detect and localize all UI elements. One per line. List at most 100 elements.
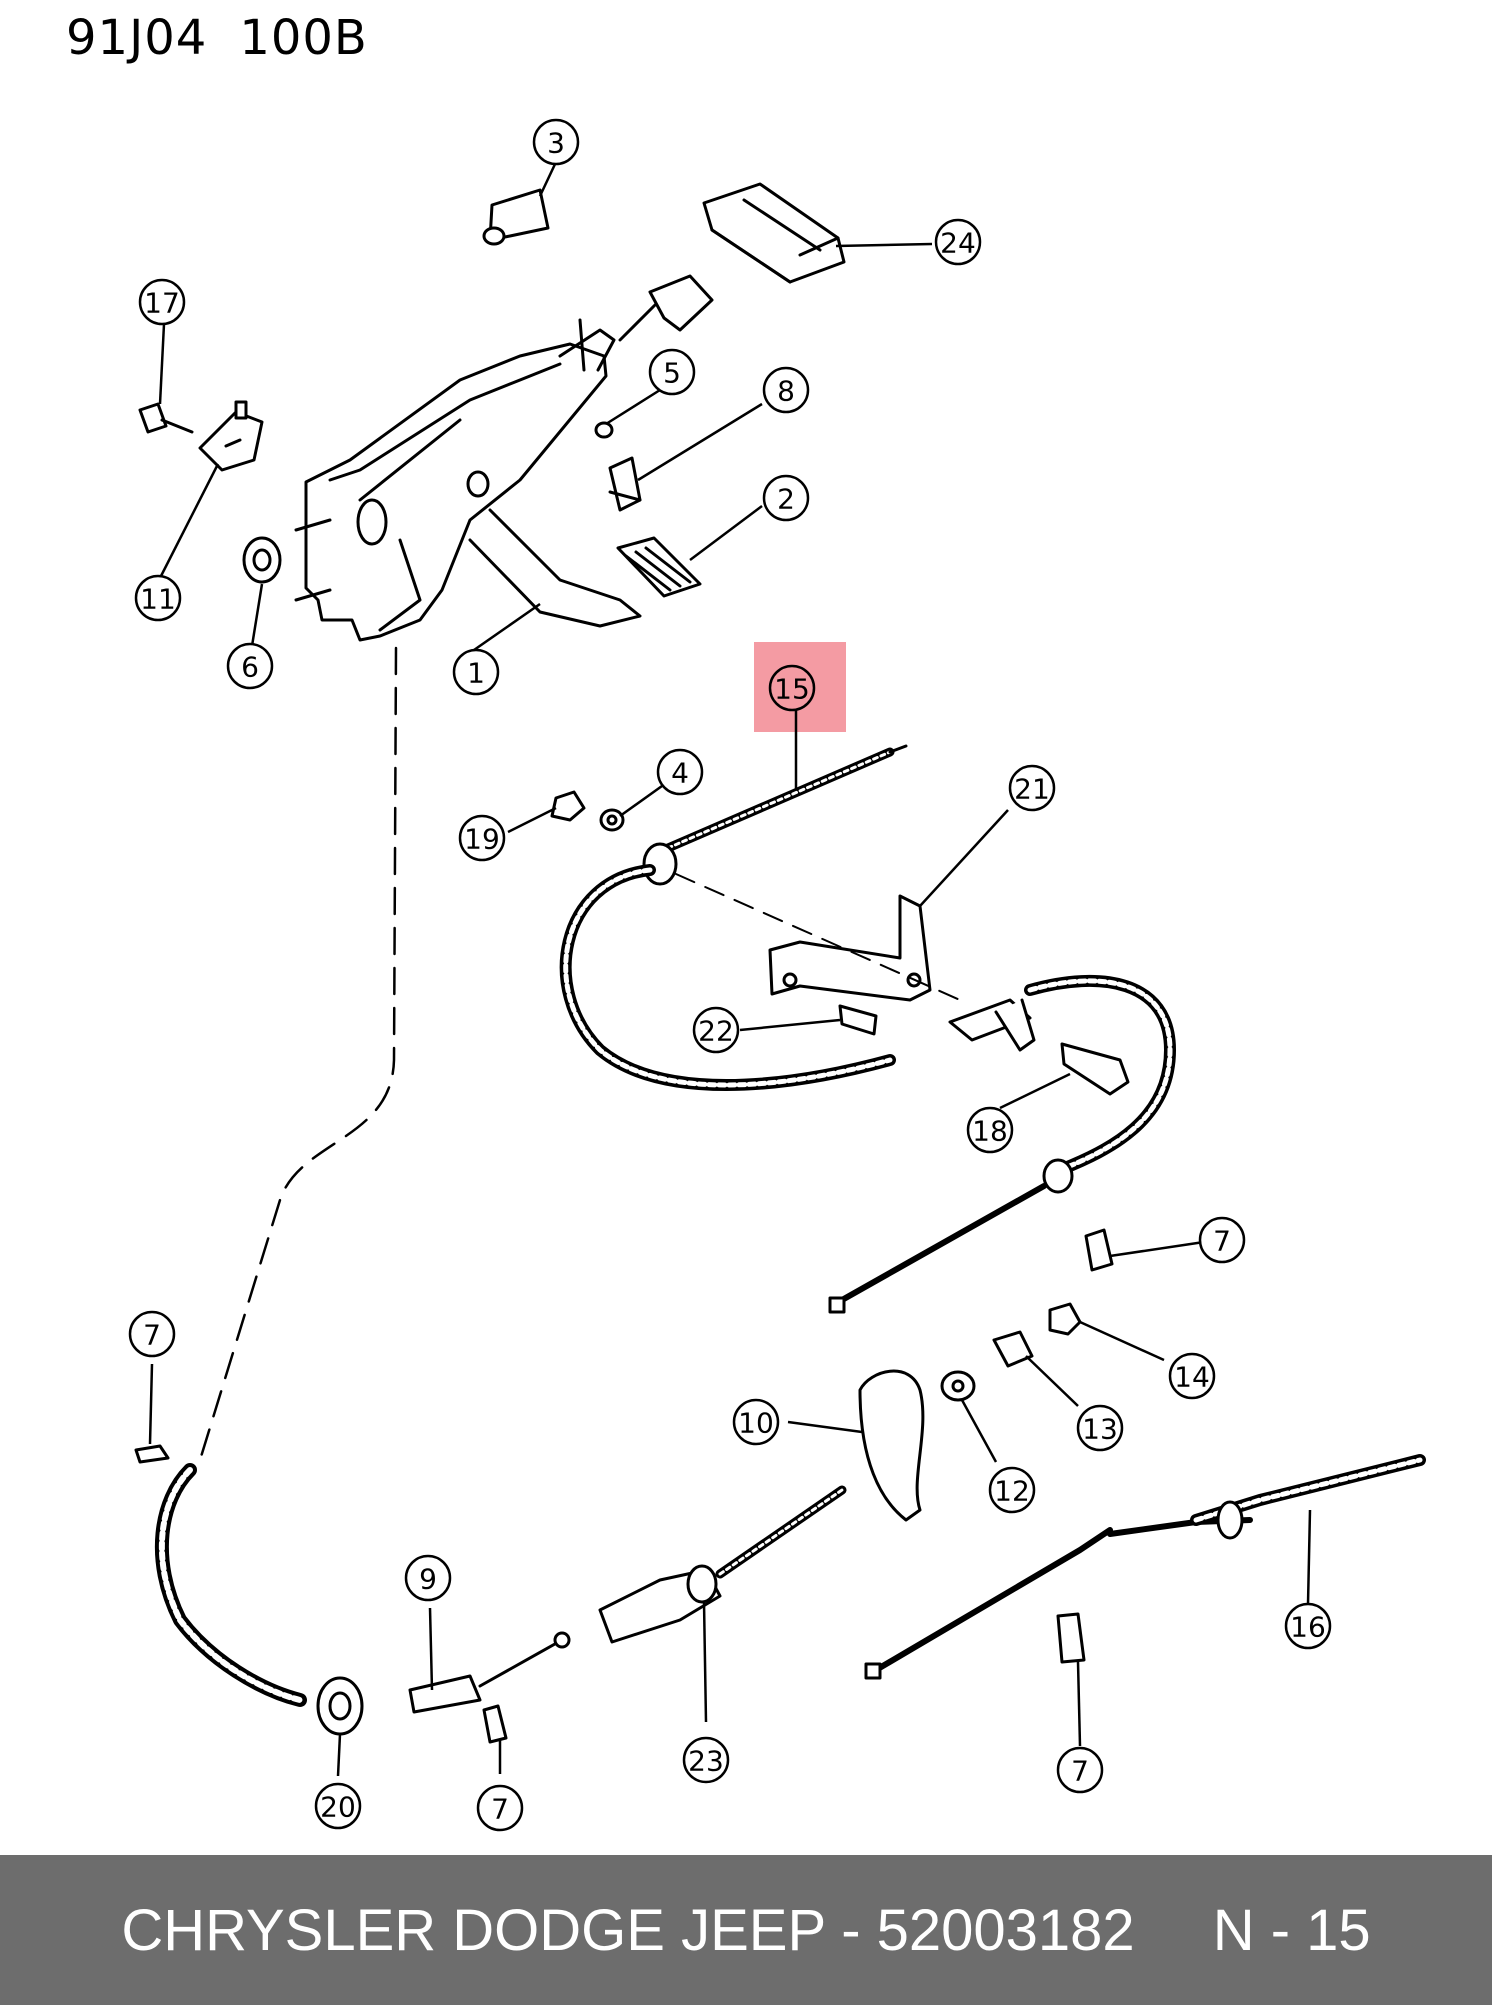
part-8-bolt <box>608 456 642 512</box>
callout-circle <box>692 1006 740 1054</box>
part-15-front-cable <box>559 744 908 1091</box>
footer-title: CHRYSLER DODGE JEEP - 52003182 <box>121 1897 1135 1963</box>
callout-c24: 24 <box>934 218 982 266</box>
part-5-washer <box>594 421 614 439</box>
callout-circle <box>452 648 500 696</box>
callout-c7a: 7 <box>1198 1216 1246 1264</box>
callout-c23: 23 <box>682 1736 730 1784</box>
callout-label: 18 <box>972 1115 1008 1148</box>
diagram-code-2: 100B <box>239 10 368 66</box>
part-13-fitting <box>992 1330 1034 1368</box>
callout-c3: 3 <box>532 118 580 166</box>
callout-c13: 13 <box>1076 1404 1124 1452</box>
callout-circle <box>476 1784 524 1832</box>
callout-label: 4 <box>671 757 689 790</box>
callout-circle <box>768 664 816 712</box>
callout-c20: 20 <box>314 1782 362 1830</box>
callout-c22: 22 <box>692 1006 740 1054</box>
callout-circle <box>128 1310 176 1358</box>
callout-c7c: 7 <box>476 1784 524 1832</box>
callout-label: 1 <box>467 657 485 690</box>
leader-lines <box>148 161 1312 1777</box>
callout-circle <box>762 366 810 414</box>
part-17-screw <box>138 402 194 434</box>
callout-c15: 15 <box>768 664 816 712</box>
diagram-code: 91J04 100B <box>66 10 400 66</box>
part-6-grommet <box>242 536 282 584</box>
parking-brake-diagram: 3241758211611541921221871471013121692320… <box>128 118 1426 1832</box>
callout-c2: 2 <box>762 474 810 522</box>
callout-c14: 14 <box>1168 1352 1216 1400</box>
callout-c1: 1 <box>452 648 500 696</box>
callout-circle <box>134 574 182 622</box>
part-23-adjuster <box>598 1485 847 1644</box>
callout-c6: 6 <box>226 642 274 690</box>
callout-label: 3 <box>547 127 565 160</box>
callout-circle <box>404 1554 452 1602</box>
callout-label: 11 <box>140 583 176 616</box>
callout-label: 16 <box>1290 1611 1326 1644</box>
callout-c4: 4 <box>656 748 704 796</box>
dashed-route-line-2 <box>675 873 961 1001</box>
callout-circle <box>1056 1746 1104 1794</box>
callout-circle <box>1168 1352 1216 1400</box>
callout-circle <box>966 1106 1014 1154</box>
callout-label: 22 <box>698 1015 734 1048</box>
callout-circle <box>934 218 982 266</box>
part-9-cable-end <box>408 1631 571 1714</box>
callout-c17: 17 <box>138 278 186 326</box>
callout-label: 20 <box>320 1791 356 1824</box>
callout-label: 23 <box>688 1745 724 1778</box>
callout-circle <box>732 1398 780 1446</box>
callout-label: 14 <box>1174 1361 1210 1394</box>
part-1-pedal-assembly <box>294 274 714 642</box>
part-18-bolt <box>1060 1042 1130 1096</box>
callout-circle <box>988 1466 1036 1514</box>
callout-c9: 9 <box>404 1554 452 1602</box>
callout-label: 21 <box>1014 773 1050 806</box>
callout-circle <box>532 118 580 166</box>
callout-circle <box>1008 764 1056 812</box>
callout-circle <box>682 1736 730 1784</box>
part-2-pedal-pad <box>616 536 702 598</box>
part-3-knob <box>482 188 550 246</box>
dashed-route-line <box>198 646 398 1462</box>
callout-circle <box>648 348 696 396</box>
callout-circle <box>226 642 274 690</box>
callout-circle <box>314 1782 362 1830</box>
part-7-clip-d <box>1056 1612 1086 1664</box>
callout-label: 24 <box>940 227 976 260</box>
callout-circle <box>1284 1602 1332 1650</box>
part-20-grommet <box>316 1676 364 1736</box>
callout-label: 15 <box>774 673 810 706</box>
part-14-nut <box>1048 1302 1082 1336</box>
part-22-bolt <box>838 1004 878 1036</box>
callout-label: 7 <box>143 1319 161 1352</box>
rear-left-cable <box>154 1463 307 1707</box>
callout-label: 12 <box>994 1475 1030 1508</box>
part-19-nut <box>550 790 586 822</box>
part-10-lever <box>858 1369 925 1522</box>
callout-label: 6 <box>241 651 259 684</box>
callout-label: 7 <box>491 1793 509 1826</box>
callout-label: 7 <box>1213 1225 1231 1258</box>
callout-c10: 10 <box>732 1398 780 1446</box>
equalizer-cable <box>828 974 1176 1314</box>
callout-circle <box>656 748 704 796</box>
callout-circle <box>458 814 506 862</box>
callout-label: 13 <box>1082 1413 1118 1446</box>
callout-circle <box>1198 1216 1246 1264</box>
callout-label: 19 <box>464 823 500 856</box>
callout-label: 2 <box>777 483 795 516</box>
callout-circle <box>1076 1404 1124 1452</box>
part-24-cover <box>702 182 846 284</box>
diagram-code-1: 91J04 <box>66 10 208 66</box>
part-7-clip-c <box>482 1704 508 1744</box>
callout-c12: 12 <box>988 1466 1036 1514</box>
callout-label: 10 <box>738 1407 774 1440</box>
callout-label: 9 <box>419 1563 437 1596</box>
callout-c19: 19 <box>458 814 506 862</box>
callout-c21: 21 <box>1008 764 1056 812</box>
